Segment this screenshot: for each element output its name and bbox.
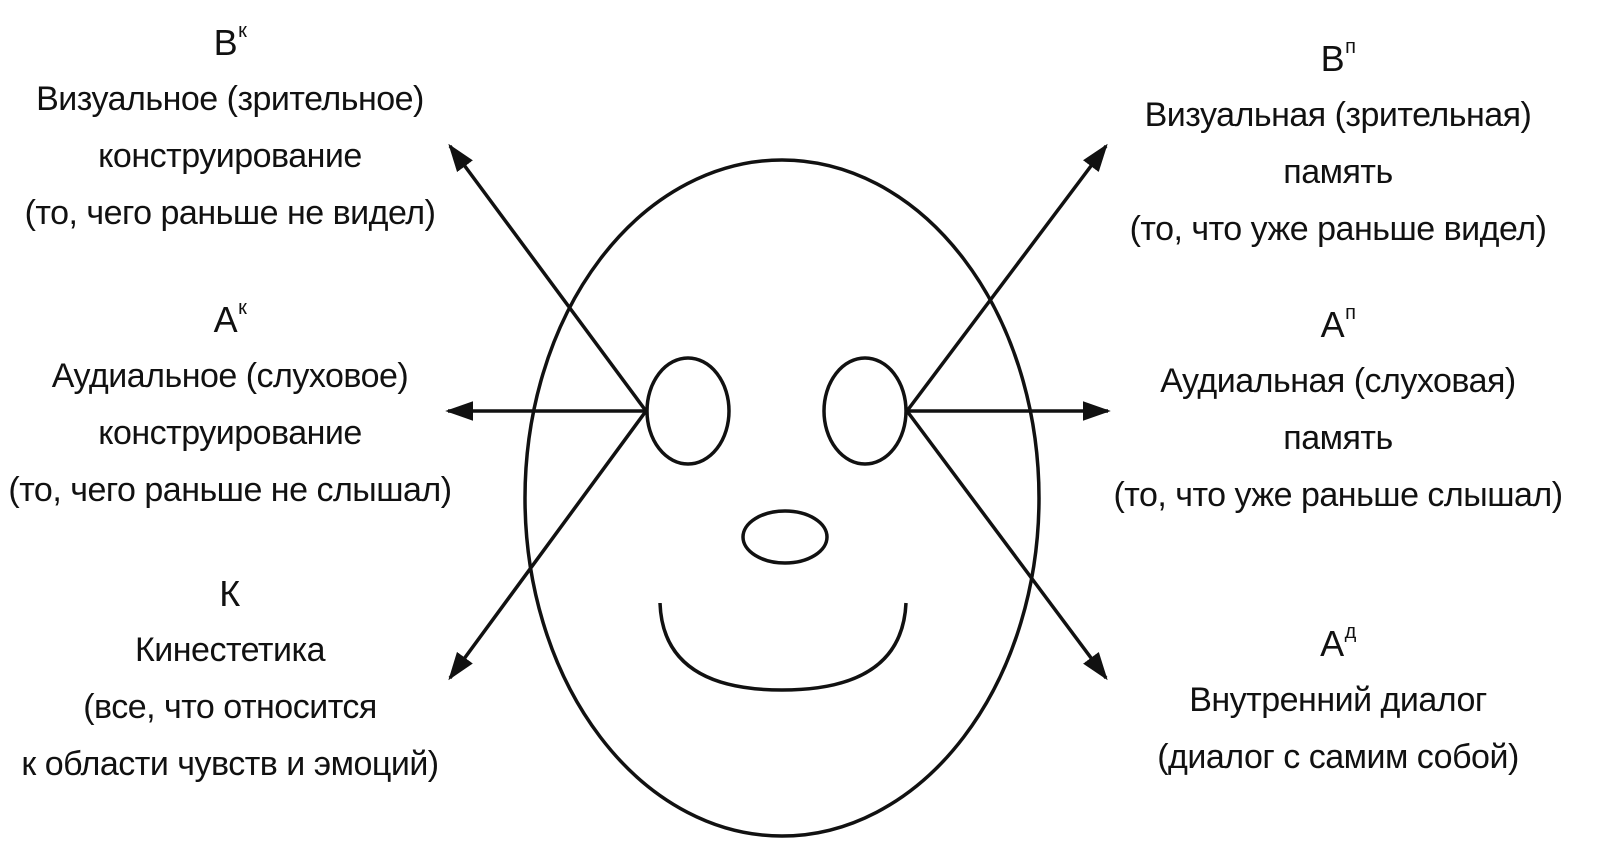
label-code: Ап [1113,296,1562,353]
label-visual-construction: Вк Визуальное (зрительное) конструирован… [25,14,436,242]
label-line: Визуальное (зрительное) [25,71,436,128]
label-code: Ак [8,291,451,348]
arrow-right-down [907,411,1106,678]
label-line: Визуальная (зрительная) [1130,87,1547,144]
label-line: Аудиальное (слуховое) [8,348,451,405]
face-outline [525,160,1039,836]
label-line: (то, что уже раньше слышал) [1113,467,1562,524]
label-auditory-construction: Ак Аудиальное (слуховое) конструирование… [8,291,451,519]
label-line: (то, чего раньше не видел) [25,185,436,242]
label-line: (все, что относится [21,679,438,736]
label-line: Внутренний диалог [1157,672,1519,729]
label-line: Аудиальная (слуховая) [1113,353,1562,410]
label-auditory-memory: Ап Аудиальная (слуховая) память (то, что… [1113,296,1562,524]
label-line: к области чувств и эмоций) [21,736,438,793]
label-kinesthetic: К Кинестетика (все, что относится к обла… [21,565,438,793]
label-line: (то, что уже раньше видел) [1130,201,1547,258]
label-line: конструирование [25,128,436,185]
label-code: Вк [25,14,436,71]
label-line: память [1130,144,1547,201]
label-code: Ад [1157,615,1519,672]
left-eye [647,358,729,464]
label-line: (диалог с самим собой) [1157,729,1519,786]
label-line: конструирование [8,405,451,462]
mouth [660,603,906,690]
label-line: (то, чего раньше не слышал) [8,462,451,519]
arrow-left-up [450,146,646,411]
label-visual-memory: Вп Визуальная (зрительная) память (то, ч… [1130,30,1547,258]
label-internal-dialogue: Ад Внутренний диалог (диалог с самим соб… [1157,615,1519,786]
label-line: память [1113,410,1562,467]
label-line: Кинестетика [21,622,438,679]
nose [743,511,827,563]
arrow-right-up [907,146,1106,411]
right-eye [824,358,906,464]
label-code: Вп [1130,30,1547,87]
label-code: К [21,565,438,622]
